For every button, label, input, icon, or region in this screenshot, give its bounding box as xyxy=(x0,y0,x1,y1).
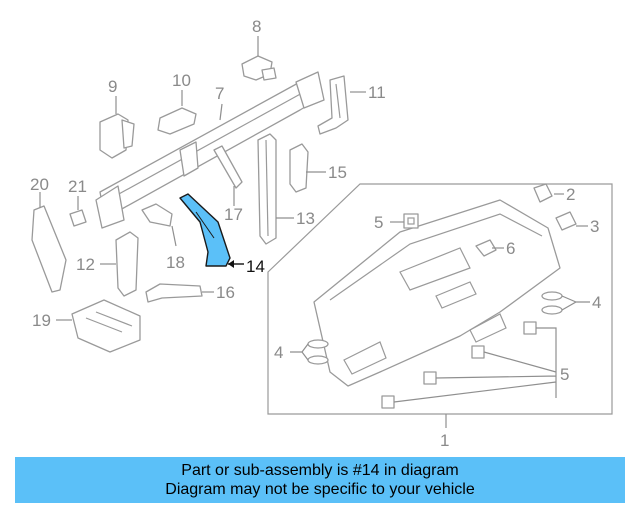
part-19-housing xyxy=(71,299,141,353)
callout-20: 20 xyxy=(30,175,49,194)
part-8-bracket xyxy=(241,55,277,81)
instrument-panel xyxy=(313,199,561,387)
callout-6: 6 xyxy=(506,239,515,258)
banner-line-1: Part or sub-assembly is #14 in diagram xyxy=(181,462,459,479)
info-banner: Part or sub-assembly is #14 in diagram D… xyxy=(15,457,625,503)
part-14-highlighted-bracket xyxy=(179,193,231,267)
callout-1: 1 xyxy=(440,431,449,450)
part-3-clip xyxy=(555,211,577,231)
part-21-clip xyxy=(69,209,87,227)
part-16-duct xyxy=(145,283,203,303)
part-20-panel xyxy=(31,205,67,293)
callout-10: 10 xyxy=(172,71,191,90)
callout-7: 7 xyxy=(215,84,224,103)
part-18-clip xyxy=(141,203,173,227)
part-13-support xyxy=(257,133,277,245)
part-5-clip-upper xyxy=(403,213,419,229)
part-6-clip xyxy=(475,239,497,257)
banner-line-2: Diagram may not be specific to your vehi… xyxy=(165,481,475,498)
part-9-bracket xyxy=(99,113,135,159)
callout-14: 14 xyxy=(246,257,265,276)
part-10-clip xyxy=(157,107,197,135)
callout-21: 21 xyxy=(68,177,87,196)
callout-16: 16 xyxy=(216,283,235,302)
part-17-brace xyxy=(213,145,243,189)
callout-19: 19 xyxy=(32,311,51,330)
part-12-bracket xyxy=(115,231,139,297)
callout-3: 3 xyxy=(590,217,599,236)
callout-15: 15 xyxy=(328,163,347,182)
callout-12: 12 xyxy=(76,255,95,274)
part-4-grommets-right xyxy=(541,291,563,315)
part-15-bracket xyxy=(289,143,309,193)
callout-2: 2 xyxy=(566,185,575,204)
callout-8: 8 xyxy=(252,17,261,36)
callout-9: 9 xyxy=(108,77,117,96)
callout-4-right: 4 xyxy=(592,293,601,312)
part-5-clips-lower xyxy=(381,321,537,409)
part-11-bracket xyxy=(317,75,349,135)
part-1-assembly-box xyxy=(267,183,613,415)
callout-13: 13 xyxy=(296,209,315,228)
callout-17: 17 xyxy=(224,205,243,224)
part-2-clip xyxy=(533,183,553,203)
callout-11: 11 xyxy=(368,83,386,102)
part-7-cross-beam xyxy=(95,71,325,229)
callout-5-upper: 5 xyxy=(374,213,383,232)
callout-18: 18 xyxy=(166,253,185,272)
callout-5-lower: 5 xyxy=(560,365,569,384)
callout-4-left: 4 xyxy=(274,343,283,362)
parts-diagram: 7 8 9 10 11 13 15 17 xyxy=(30,17,613,450)
